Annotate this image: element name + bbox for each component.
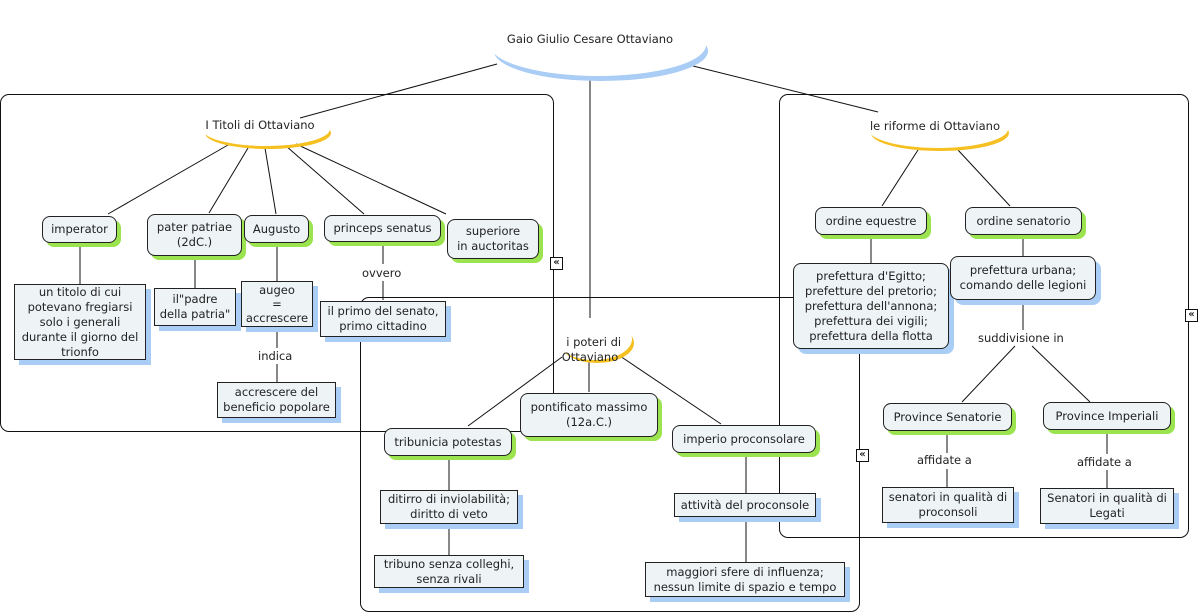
riforme-concept[interactable]: le riforme di Ottaviano	[860, 119, 1010, 134]
node-imperator-desc-label: un titolo di cui potevano fregiarsi solo…	[21, 284, 139, 359]
node-tribunicia-potestas[interactable]: tribunicia potestas	[384, 428, 512, 456]
node-attivita-proconsole[interactable]: attività del proconsole	[674, 493, 816, 517]
node-pater-desc-label: il"padre della patria"	[159, 292, 231, 321]
node-maggiori-sfere[interactable]: maggiori sfere di influenza; nessun limi…	[645, 562, 845, 597]
node-primo-label: il primo del senato, primo cittadino	[327, 304, 439, 333]
node-senatori-proconsoli[interactable]: senatori in qualità di proconsoli	[882, 487, 1014, 523]
link-label-ovvero: ovvero	[360, 266, 404, 280]
titoli-label: I Titoli di Ottaviano	[205, 118, 315, 132]
node-tribuno[interactable]: tribuno senza colleghi, senza rivali	[374, 555, 524, 588]
node-princeps-label: princeps senatus	[333, 221, 432, 235]
root-concept[interactable]: Gaio Giulio Cesare Ottaviano	[490, 32, 690, 47]
node-imperio-label: imperio proconsolare	[683, 431, 805, 446]
collapse-poteri-button[interactable]: «	[856, 449, 869, 462]
node-province-senatorie[interactable]: Province Senatorie	[883, 403, 1012, 431]
node-pater-desc[interactable]: il"padre della patria"	[154, 288, 236, 326]
link-label-affidate-senatorie: affidate a	[915, 453, 974, 467]
node-province-imperiali[interactable]: Province Imperiali	[1043, 402, 1171, 430]
node-prefettura-urbana[interactable]: prefettura urbana; comando delle legioni	[950, 256, 1096, 300]
collapse-titoli-button[interactable]: «	[550, 257, 563, 270]
node-senatorie-label: Province Senatorie	[893, 409, 1002, 424]
node-prefetture-label: prefettura d'Egitto; prefetture del pret…	[804, 268, 938, 343]
node-accrescere-label: accrescere del beneficio popolare	[223, 385, 330, 414]
node-diritto-veto[interactable]: ditirro di inviolabilità; diritto di vet…	[380, 490, 518, 524]
node-augusto[interactable]: Augusto	[244, 215, 309, 243]
node-primo-cittadino[interactable]: il primo del senato, primo cittadino	[320, 301, 446, 337]
node-attivita-label: attività del proconsole	[680, 497, 810, 512]
link-label-suddivisione: suddivisione in	[976, 331, 1066, 345]
node-ordine-equestre[interactable]: ordine equestre	[815, 207, 927, 235]
node-superiore-label: superiore in auctoritas	[457, 224, 529, 253]
node-princeps-senatus[interactable]: princeps senatus	[324, 215, 441, 242]
node-tribunicia-label: tribunicia potestas	[394, 434, 502, 449]
link-label-indica: indica	[256, 349, 295, 363]
node-imperio-proconsolare[interactable]: imperio proconsolare	[672, 425, 816, 453]
node-augeo-label: augeo = accrescere	[245, 283, 309, 325]
node-ordine-senatorio[interactable]: ordine senatorio	[965, 207, 1082, 235]
link-label-affidate-imperiali: affidate a	[1075, 455, 1134, 469]
poteri-label: i poteri di Ottaviano	[561, 335, 622, 364]
node-superiore[interactable]: superiore in auctoritas	[447, 219, 539, 259]
node-imperator[interactable]: imperator	[42, 216, 117, 243]
node-pontificato-massimo[interactable]: pontificato massimo (12a.C.)	[520, 393, 658, 437]
node-imperator-desc[interactable]: un titolo di cui potevano fregiarsi solo…	[14, 284, 146, 360]
node-augusto-label: Augusto	[252, 221, 301, 236]
node-pater-label: pater patriae (2dC.)	[156, 220, 233, 249]
node-urbana-label: prefettura urbana; comando delle legioni	[959, 263, 1087, 292]
poteri-concept[interactable]: i poteri di Ottaviano	[550, 320, 630, 365]
titoli-concept[interactable]: I Titoli di Ottaviano	[190, 118, 330, 133]
node-pater-patriae[interactable]: pater patriae (2dC.)	[147, 214, 242, 256]
node-tribuno-label: tribuno senza colleghi, senza rivali	[383, 556, 515, 586]
node-legati-label: Senatori in qualità di Legati	[1047, 491, 1167, 520]
node-equestre-label: ordine equestre	[825, 213, 917, 228]
node-maggiori-label: maggiori sfere di influenza; nessun limi…	[653, 564, 837, 594]
node-diritto-label: ditirro di inviolabilità; diritto di vet…	[387, 492, 511, 521]
node-accrescere[interactable]: accrescere del beneficio popolare	[217, 382, 336, 418]
node-prefetture[interactable]: prefettura d'Egitto; prefetture del pret…	[793, 263, 949, 349]
node-imperator-label: imperator	[51, 222, 108, 236]
collapse-riforme-button[interactable]: «	[1185, 309, 1198, 322]
node-pontificato-label: pontificato massimo (12a.C.)	[530, 400, 648, 429]
node-augeo[interactable]: augeo = accrescere	[241, 281, 313, 327]
node-senatorio-label: ordine senatorio	[976, 213, 1071, 228]
node-senatori-legati[interactable]: Senatori in qualità di Legati	[1040, 488, 1174, 524]
node-imperiali-label: Province Imperiali	[1055, 408, 1159, 423]
riforme-label: le riforme di Ottaviano	[869, 119, 1001, 133]
node-proconsoli-label: senatori in qualità di proconsoli	[888, 490, 1008, 519]
root-label: Gaio Giulio Cesare Ottaviano	[506, 32, 674, 46]
